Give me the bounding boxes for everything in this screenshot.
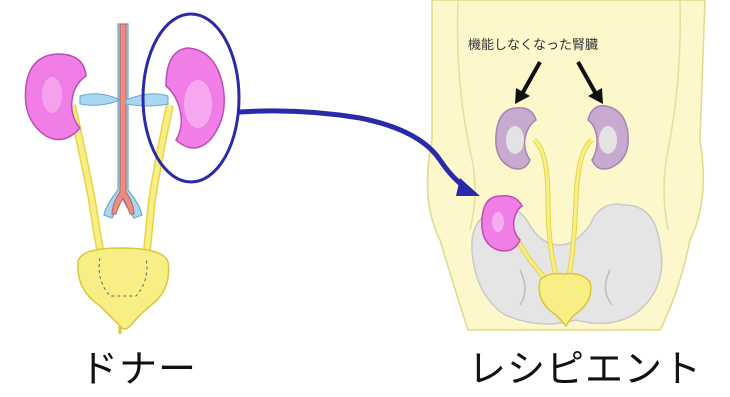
donor-bladder bbox=[78, 248, 169, 329]
recipient-caption: レシピエント bbox=[468, 338, 702, 393]
donor-kidney-icon bbox=[25, 24, 224, 334]
donor-caption: ドナー bbox=[80, 338, 197, 393]
nonfunctioning-kidneys-label: 機能しなくなった腎臓 bbox=[468, 34, 598, 53]
donor-kidney-left bbox=[25, 54, 86, 140]
donor-kidney-right bbox=[166, 48, 224, 148]
donor-artery bbox=[112, 24, 134, 214]
